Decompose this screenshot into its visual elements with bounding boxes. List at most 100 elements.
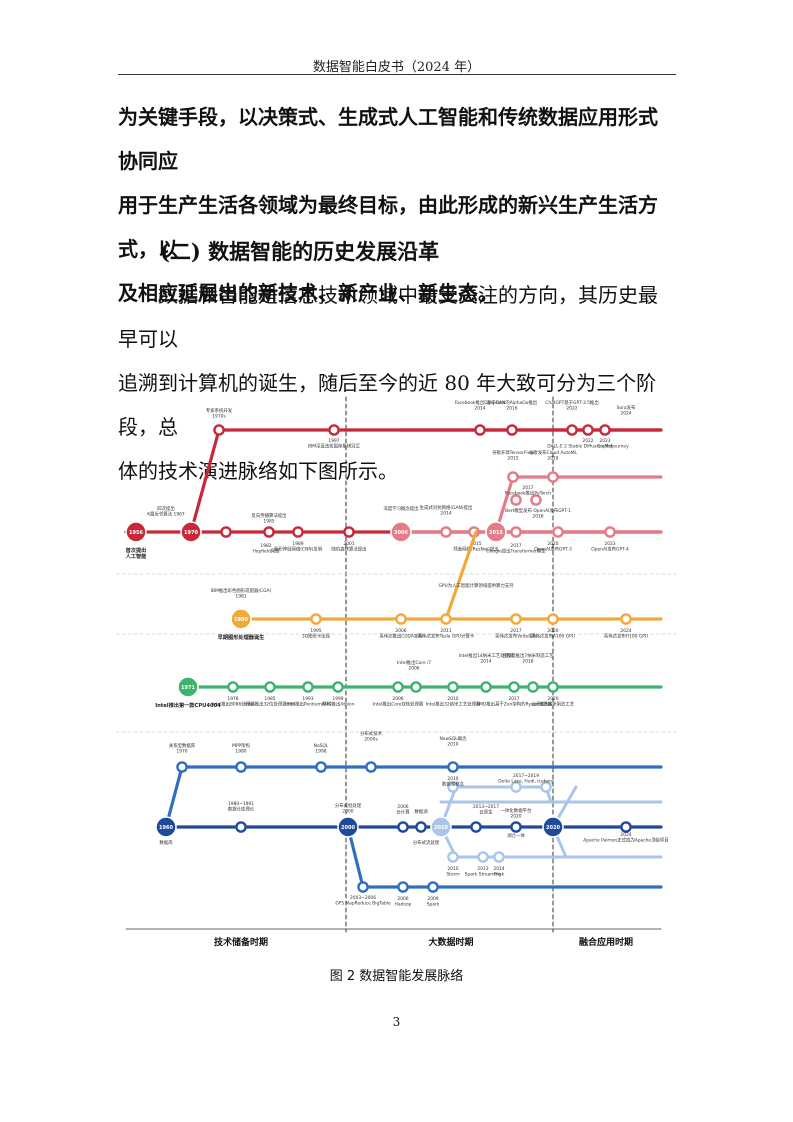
timeline-node (292, 526, 304, 538)
milestone-year: 1971 (181, 685, 195, 691)
timeline-node (527, 681, 539, 693)
ai-event-label-sub: Google提出Transformer模型 (486, 548, 546, 555)
cpu-event-label-sub: Intel推出Pentium系列 (285, 701, 331, 708)
ai-event-label-sub: 卷积神经网络(CNN)发明 (274, 546, 323, 553)
data-event-label: 2013~2017 (473, 804, 499, 810)
timeline-node (510, 821, 522, 833)
ai-event-label: ChatGPT基于GPT-3.5推出 (545, 399, 598, 406)
milestone-year: 1980 (234, 617, 248, 623)
timeline-node (213, 424, 225, 436)
data-event-label-sub: Delta Lake, Hudi, Iceberg (498, 779, 554, 785)
timeline-node (510, 526, 522, 538)
data-event-label-sub: Flink (494, 872, 505, 878)
ai-event-label-sub: 2016 (506, 406, 517, 412)
timeline-node (235, 821, 247, 833)
ai-event-label-sub: OpenAI发布GPT-4 (591, 546, 629, 553)
ai-event-label-sub: 2018 (532, 514, 543, 520)
timeline-node (507, 471, 519, 483)
gpu-event-label: 1995 (310, 628, 321, 634)
timeline-node (510, 781, 522, 793)
data-event-label-sub: 数据湖概念 (442, 781, 465, 788)
gpu-event-label-sub: 英伟达发布A100 GPU (531, 633, 575, 640)
ai-event-label: 谷歌开源TensorFlow (492, 449, 534, 456)
page-header: 数据智能白皮书（2024 年） (312, 60, 481, 75)
paragraph-line: 数据和智能是信息技术领域中最受关注的方向，其历史最早可以 (118, 283, 658, 351)
ai-event-label: Bert模型发布 OpenAI发布GPT-1 (505, 507, 571, 514)
paragraph-intro: 为关键手段，以决策式、生成式人工智能和传统数据应用形式协同应 用于生产生活各领域… (118, 95, 676, 315)
timeline-node (493, 851, 505, 863)
timeline-node (332, 681, 344, 693)
ai-event-label: 2023 (604, 541, 615, 547)
ai-event-label-sub: 2018 (547, 456, 558, 462)
milestone-node (155, 816, 177, 838)
data-event-label: 2010 (447, 776, 458, 782)
timeline-node (480, 681, 492, 693)
data-event-label: 1980~1991 (228, 801, 254, 807)
timeline-node (235, 761, 247, 773)
ai-event-label: 2020 (547, 541, 558, 547)
ai-event-label: 2023 (599, 438, 610, 444)
data-event-label: 2006 (397, 896, 408, 902)
ai-event-label: 专家系统开发 (206, 407, 233, 414)
ai-event-label-sub: OpenAI发布GPT-3 (534, 546, 572, 553)
cpu-event-label: 1993 (302, 696, 313, 702)
cpu-event-label: 1999 (332, 696, 343, 702)
data-event-label-sub: Apache Paimon正式成为Apache顶级项目 (583, 837, 668, 844)
ai-event-label-sub: 2015 (507, 456, 518, 462)
ai-event-label-sub: 2014 (440, 511, 451, 517)
milestone-node (430, 816, 452, 838)
period-label: 大数据时期 (428, 936, 473, 948)
timeline-node (470, 821, 482, 833)
ai-event-label-sub: 2022 (566, 406, 577, 412)
gpu-event-label: 2011 (440, 628, 451, 634)
data-event-label: 2014 (493, 866, 504, 872)
cpu-event-label-sub: AMD推出基于Zen架构的Ryzen处理器 (476, 701, 552, 708)
ai-event-label-sub: 随机森林算法提出 (331, 546, 366, 553)
ai-origin-label: 首次提出 (126, 546, 147, 554)
ai-event-label: 2015 (470, 541, 481, 547)
timeline-node (395, 613, 407, 625)
timeline-node (566, 424, 578, 436)
data-event-label-sub: 1970 (176, 749, 187, 755)
ai-event-label-sub: Facebook推出PyTorch (505, 490, 551, 497)
timeline-node (477, 851, 489, 863)
timeline-node (227, 681, 239, 693)
ai-event-label: 生成式对抗网络(GAN)提出 (420, 504, 473, 511)
cpu-event-label: 1978 (227, 696, 238, 702)
ai-origin-label-sub: 人工智能 (126, 552, 148, 560)
cpu-event-label-sub: 2006 (408, 666, 419, 672)
timeline-node (620, 821, 632, 833)
data-event-label-sub: 1998 (315, 749, 326, 755)
cpu-event-label-sub: 2018 (522, 659, 533, 665)
cpu-event-label: 2017 (508, 696, 519, 702)
ai-event-label-sub: DALL-E 2 Stable Diffusion Midjourney (547, 444, 629, 450)
data-lakehouse-return (551, 825, 598, 859)
milestone-year: 1956 (129, 530, 143, 536)
header-rule (118, 74, 676, 75)
data-event-label-sub: 1980 (235, 749, 246, 755)
data-event-label-sub: 2000 (342, 809, 353, 815)
paragraph-line: 用于生产生活各领域为最终目标，由此形成的新兴生产生活方式，以 (118, 193, 658, 261)
timeline-node (530, 494, 542, 506)
paragraph-line: 及相应延展出的新技术、新产业、新生态。 (118, 281, 498, 305)
ai-event-label: 谷歌发布Cloud AutoML (529, 449, 577, 456)
milestone-node (337, 816, 359, 838)
cpu-event-label-sub: Intel推出32纳米工艺处理器 (426, 701, 481, 708)
timeline-node (604, 526, 616, 538)
cpu-event-label: Intel推出14纳米工艺处理器 (459, 652, 514, 659)
data-event-label: NoSQL (314, 743, 329, 749)
timeline-node (474, 424, 486, 436)
ai-dl-branch (494, 475, 663, 534)
ai-event-label: 1982 (260, 543, 271, 549)
timeline-node (547, 681, 559, 693)
milestone-node (180, 521, 202, 543)
gpu-event-label: 2006 (395, 628, 406, 634)
timeline-node (415, 821, 427, 833)
milestone-year: 2010 (434, 825, 448, 831)
timeline-node (176, 761, 188, 773)
data-event-label: 分布式技术 (360, 730, 383, 737)
data-event-label: 分布式批处理 (335, 802, 362, 809)
gpu-event-label-sub: 英伟达发布Tesla GPU计算卡 (418, 633, 475, 640)
timeline-node (447, 681, 459, 693)
cpu-event-label-sub: Intel推出Core双核处理器 (373, 701, 424, 708)
